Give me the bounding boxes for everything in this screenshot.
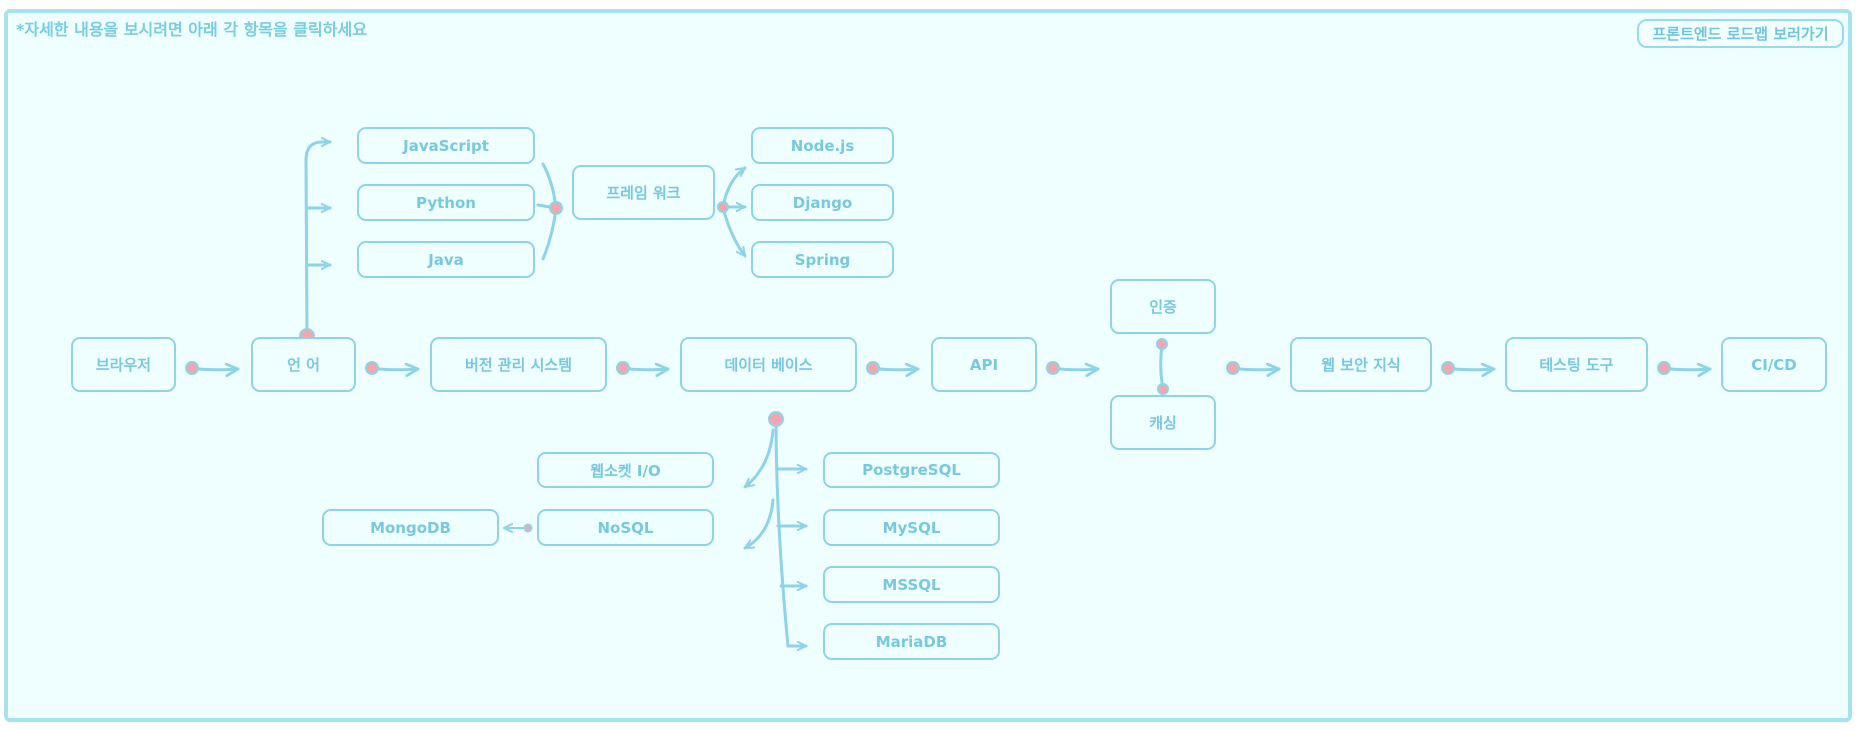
node-django[interactable]: Django [751,184,894,221]
branch-fw-node [721,166,747,209]
node-mariadb[interactable]: MariaDB [823,623,1000,660]
connector-dot [549,201,563,215]
node-web-security[interactable]: 웹 보안 지식 [1290,337,1432,392]
node-nodejs[interactable]: Node.js [751,127,894,164]
node-mysql[interactable]: MySQL [823,509,1000,546]
node-framework[interactable]: 프레임 워크 [572,165,715,220]
node-api[interactable]: API [931,337,1037,392]
link-java-framework [541,206,558,261]
link-auth-caching [1159,343,1165,391]
instruction-text: *자세한 내용을 보시려면 아래 각 항목을 클릭하세요 [16,20,367,39]
db-trunk [774,417,808,646]
node-mssql[interactable]: MSSQL [823,566,1000,603]
branch-db-websocket [743,428,775,489]
node-java[interactable]: Java [357,241,535,278]
node-spring[interactable]: Spring [751,241,894,278]
node-cicd[interactable]: CI/CD [1721,337,1827,392]
node-version-control[interactable]: 버전 관리 시스템 [430,337,607,392]
connector-dot [1657,361,1671,375]
node-python[interactable]: Python [357,184,535,221]
branch-fw-spring [721,205,747,258]
connector-dot [1046,361,1060,375]
node-websocket[interactable]: 웹소켓 I/O [537,452,714,488]
connector-dot [365,361,379,375]
connector-dot [1226,361,1240,375]
connector-dot [717,201,729,213]
node-language[interactable]: 언 어 [251,337,356,392]
node-mongodb[interactable]: MongoDB [322,509,499,546]
branch-language-up [304,142,332,339]
connector-dot [1157,383,1169,395]
connector-dot [185,361,199,375]
branch-db-nosql [743,498,775,550]
node-nosql[interactable]: NoSQL [537,509,714,546]
node-database[interactable]: 데이터 베이스 [680,337,857,392]
connector-dot [616,361,630,375]
connector-dot [866,361,880,375]
connector-dot [1441,361,1455,375]
node-caching[interactable]: 캐싱 [1110,395,1216,450]
node-javascript[interactable]: JavaScript [357,127,535,164]
connector-dot [768,411,784,427]
frontend-roadmap-button[interactable]: 프론트엔드 로드맵 보러가기 [1637,19,1844,48]
node-auth[interactable]: 인증 [1110,279,1216,334]
connector-dot [1156,338,1168,350]
connector-dot [523,523,533,533]
node-browser[interactable]: 브라우저 [71,337,176,392]
node-testing-tools[interactable]: 테스팅 도구 [1505,337,1648,392]
node-postgresql[interactable]: PostgreSQL [823,452,1000,488]
